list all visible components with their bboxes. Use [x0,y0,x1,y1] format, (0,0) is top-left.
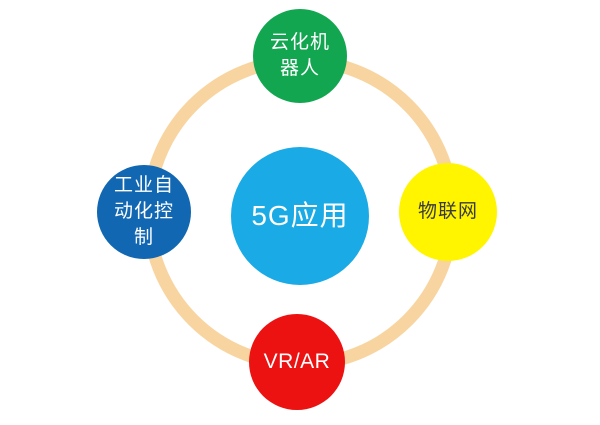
node-industrial-automation-control: 工业自 动化控 制 [97,165,191,259]
center-node-5g-application: 5G应用 [231,147,369,285]
node-vr-ar-label: VR/AR [263,349,331,373]
node-cloud-robot-label: 云化机 器人 [269,31,330,79]
center-node-label: 5G应用 [251,199,349,231]
node-iot-label: 物联网 [417,200,478,222]
node-cloud-robot: 云化机 器人 [253,9,347,103]
node-industrial-automation-control-label: 工业自 动化控 制 [113,174,174,249]
node-iot: 物联网 [399,163,497,261]
node-vr-ar: VR/AR [249,314,345,410]
